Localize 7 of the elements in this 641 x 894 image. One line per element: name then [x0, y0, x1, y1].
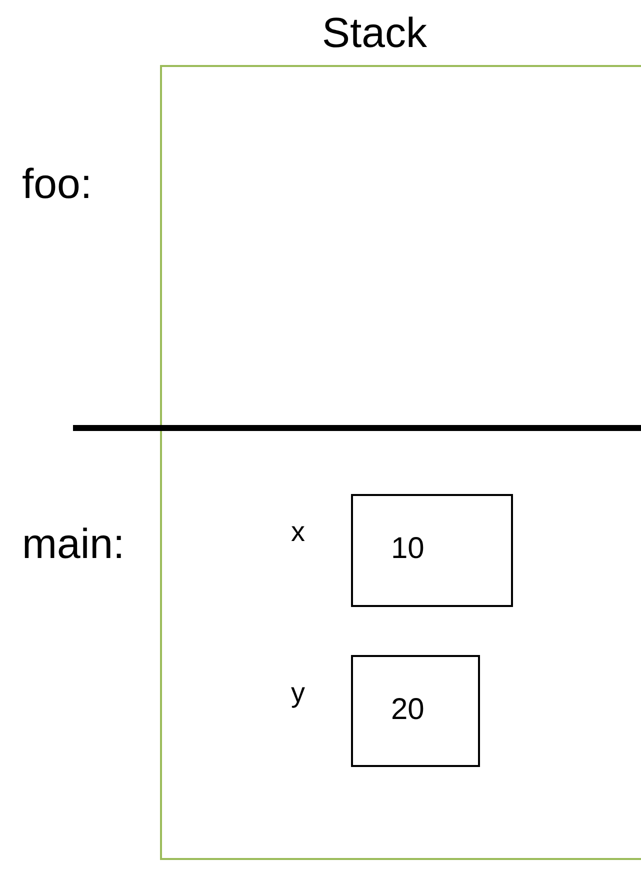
stack-title: Stack [322, 9, 428, 57]
frame-label: main: [22, 520, 125, 568]
value-text: 10 [391, 532, 424, 566]
variable-name: y [291, 677, 305, 709]
frame-label: foo: [22, 160, 92, 208]
value-text: 20 [391, 693, 424, 727]
variable-name: x [291, 516, 305, 548]
